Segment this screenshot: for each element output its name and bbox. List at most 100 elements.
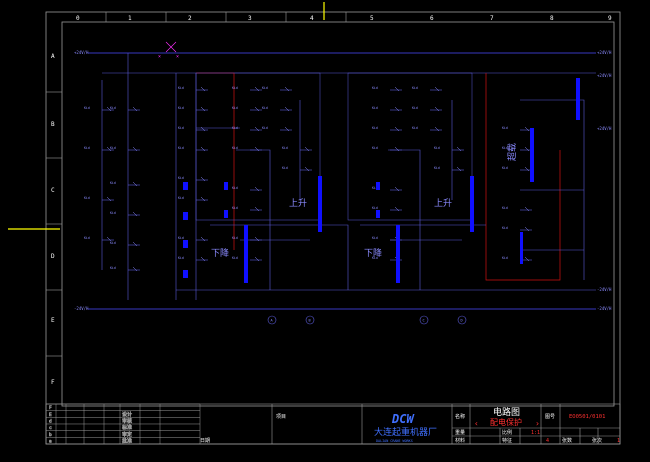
column-label: 0 <box>76 15 80 22</box>
bus-label: -24V/H <box>74 306 89 311</box>
row-label: D <box>51 253 55 260</box>
tb-material-label: 材料 <box>455 437 465 444</box>
component-label: Kid <box>232 146 238 150</box>
company-name-en: DALIAN CRANE WORKS <box>376 439 413 443</box>
row-label: E <box>51 317 55 324</box>
relay-coil <box>470 176 474 232</box>
revision-row-label: F <box>49 405 52 411</box>
component-label: Kid <box>262 106 268 110</box>
label-down-right: 下降 <box>364 247 382 259</box>
bus-label: +24V/H <box>597 73 612 78</box>
component-label: Kid <box>232 86 238 90</box>
relay-coil <box>396 225 400 283</box>
component-label: Kid <box>232 106 238 110</box>
component-label: Kid <box>110 266 116 270</box>
terminal-marker <box>267 315 277 325</box>
tb-sheet-value: 1 <box>617 438 620 444</box>
component-label: Kid <box>282 166 288 170</box>
column-label: 2 <box>188 15 192 22</box>
revision-row-label: b <box>49 432 52 438</box>
revision-row-label: c <box>49 426 52 431</box>
component-label: Kid <box>502 226 508 230</box>
small-coil <box>183 270 188 278</box>
component-label: Kid <box>502 146 508 150</box>
component-label: Kid <box>178 236 184 240</box>
terminal-marker-label: A <box>271 319 274 323</box>
tb-sheets-value: 4 <box>546 438 549 444</box>
component-label: Kid <box>434 166 440 170</box>
terminal-marker-label: D <box>461 319 463 323</box>
component-label: Kid <box>84 196 90 200</box>
row-label: B <box>51 121 55 128</box>
tb-scale-value: 1:1 <box>531 430 540 436</box>
terminal-marker <box>419 315 429 325</box>
svg-text:×: × <box>158 54 161 60</box>
component-label: Kid <box>232 256 238 260</box>
component-label: Kid <box>110 146 116 150</box>
component-label: Kid <box>412 106 418 110</box>
tb-sheet-label: 张次 <box>592 437 602 444</box>
component-label: Kid <box>412 126 418 130</box>
column-label: 5 <box>370 15 374 22</box>
small-coil <box>376 182 380 190</box>
component-label: Kid <box>178 176 184 180</box>
row-label: F <box>51 379 55 386</box>
component-label: Kid <box>232 206 238 210</box>
small-coil <box>183 212 188 220</box>
component-label: Kid <box>502 126 508 130</box>
component-label: Kid <box>232 236 238 240</box>
tb-name-label: 名称 <box>455 413 465 420</box>
terminal-marker-label: B <box>309 319 311 323</box>
terminal-marker <box>305 315 315 325</box>
bus-label: +24V/H <box>597 126 612 131</box>
label-up-right: 上升 <box>434 198 452 209</box>
component-label: Kid <box>110 211 116 215</box>
component-label: Kid <box>232 186 238 190</box>
component-label: Kid <box>282 146 288 150</box>
column-label: 8 <box>550 15 554 22</box>
drawing-subtitle: 配电保护 <box>490 417 522 427</box>
component-label: Kid <box>372 206 378 210</box>
revision-row-label: a <box>49 440 52 445</box>
small-coil <box>183 240 188 248</box>
bus-label: -24V/H <box>597 287 612 292</box>
component-label: Kid <box>84 106 90 110</box>
component-label: Kid <box>232 126 238 130</box>
row-label: A <box>51 53 55 60</box>
component-label: Kid <box>178 256 184 260</box>
column-label: 3 <box>248 15 252 22</box>
revision-row-label: E <box>49 412 52 418</box>
component-label: Kid <box>262 86 268 90</box>
drawing-name: 电路图 <box>493 406 520 418</box>
relay-coil <box>244 225 248 283</box>
relay-coil <box>520 232 523 264</box>
title-block-left-label: 标准 <box>122 424 132 431</box>
terminal-marker-label: C <box>423 319 425 323</box>
relay-coil <box>318 176 322 232</box>
component-label: Kid <box>502 256 508 260</box>
drawing-number: EO0501/0101 <box>569 414 605 420</box>
component-label: Kid <box>372 146 378 150</box>
column-label: 9 <box>608 15 612 22</box>
title-block-left-label: 批准 <box>122 438 132 445</box>
column-label: 6 <box>430 15 434 22</box>
bus-label: +24V/H <box>74 50 89 55</box>
component-label: Kid <box>84 146 90 150</box>
relay-coil <box>576 78 580 120</box>
bus-label: -24V/H <box>597 306 612 311</box>
power-buses <box>88 52 596 310</box>
component-label: Kid <box>178 126 184 130</box>
company-logo: DCW <box>391 412 415 426</box>
svg-text:›: › <box>535 419 540 428</box>
column-label: 4 <box>310 15 314 22</box>
component-label: Kid <box>502 206 508 210</box>
component-label: Kid <box>372 186 378 190</box>
component-label: Kid <box>178 196 184 200</box>
tb-item-label: 项目 <box>276 414 286 420</box>
tb-special-label: 特征 <box>502 437 512 444</box>
column-label: 1 <box>128 15 132 22</box>
component-label: Kid <box>372 106 378 110</box>
